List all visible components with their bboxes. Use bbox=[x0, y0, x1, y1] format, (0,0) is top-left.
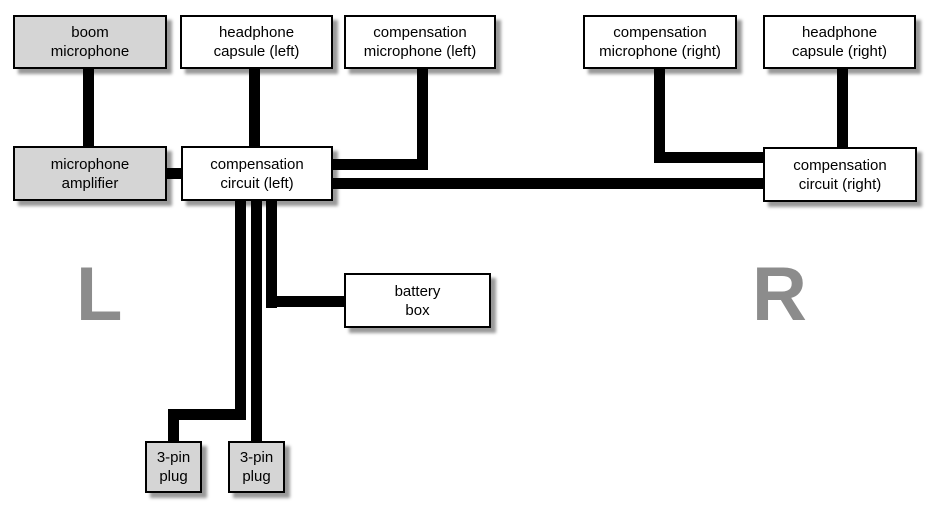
node-label-line: amplifier bbox=[61, 174, 119, 192]
node-compensation-circuit-left: compensation circuit (left) bbox=[181, 146, 333, 201]
node-label-line: capsule (left) bbox=[213, 43, 300, 60]
connector-circuitleft-plugright bbox=[251, 190, 262, 454]
node-battery-box: battery box bbox=[344, 273, 491, 328]
connector-capsuleleft-circuitleft bbox=[249, 50, 260, 160]
node-headphone-capsule-right: headphone capsule (right) bbox=[763, 15, 916, 69]
node-label-line: compensation bbox=[613, 24, 707, 41]
connector-circuitleft-plugleft-vertical-upper bbox=[235, 190, 246, 420]
node-label-line: headphone bbox=[801, 24, 878, 41]
connector-circuitleft-battery-horizontal bbox=[266, 296, 355, 307]
connector-capsuleright-circuitright bbox=[837, 50, 848, 160]
node-label-line: box bbox=[405, 301, 430, 319]
node-label-line: circuit (right) bbox=[798, 175, 882, 193]
node-label-line: headphone bbox=[218, 24, 295, 41]
connector-compmicleft-circuitleft-vertical bbox=[417, 50, 428, 170]
connector-boommic-amplifier bbox=[83, 50, 94, 160]
left-channel-label: L bbox=[76, 252, 123, 337]
connector-circuitleft-plugleft-horizontal bbox=[168, 409, 246, 420]
node-label-line: microphone (left) bbox=[363, 43, 477, 60]
node-label-line: plug bbox=[159, 468, 188, 485]
node-label-line: boom bbox=[71, 24, 109, 41]
node-label-line: microphone bbox=[50, 43, 130, 60]
node-label-line: compensation bbox=[210, 155, 304, 173]
node-label-line: capsule (right) bbox=[791, 43, 888, 60]
connector-compmicright-circuitright-horizontal bbox=[654, 152, 775, 163]
node-boom-microphone: boom microphone bbox=[13, 15, 167, 69]
node-microphone-amplifier: microphone amplifier bbox=[13, 146, 167, 201]
node-label-line: microphone (right) bbox=[599, 43, 721, 60]
connector-circuitleft-plugleft-vertical-lower bbox=[168, 409, 179, 454]
node-label-line: compensation bbox=[793, 156, 887, 174]
node-compensation-microphone-left: compensation microphone (left) bbox=[344, 15, 496, 69]
node-headphone-capsule-left: headphone capsule (left) bbox=[180, 15, 333, 69]
node-compensation-circuit-right: compensation circuit (right) bbox=[763, 147, 917, 202]
node-label-line: 3-pin bbox=[156, 449, 191, 466]
connector-amplifier-circuitleft bbox=[160, 168, 188, 179]
node-3pin-plug-right: 3-pin plug bbox=[228, 441, 285, 493]
connector-compmicleft-circuitleft-horizontal bbox=[320, 159, 428, 170]
node-3pin-plug-left: 3-pin plug bbox=[145, 441, 202, 493]
node-compensation-microphone-right: compensation microphone (right) bbox=[583, 15, 737, 69]
node-label-line: compensation bbox=[373, 24, 467, 41]
connector-circuitleft-battery-vertical bbox=[266, 190, 277, 308]
node-label-line: battery bbox=[394, 282, 441, 300]
node-label-line: 3-pin bbox=[239, 449, 274, 466]
connector-circuitleft-circuitright bbox=[320, 178, 775, 189]
right-channel-label: R bbox=[752, 252, 807, 337]
node-label-line: microphone bbox=[50, 155, 130, 173]
node-label-line: plug bbox=[242, 468, 271, 485]
node-label-line: circuit (left) bbox=[220, 174, 294, 192]
connector-compmicright-circuitright-vertical bbox=[654, 50, 665, 163]
